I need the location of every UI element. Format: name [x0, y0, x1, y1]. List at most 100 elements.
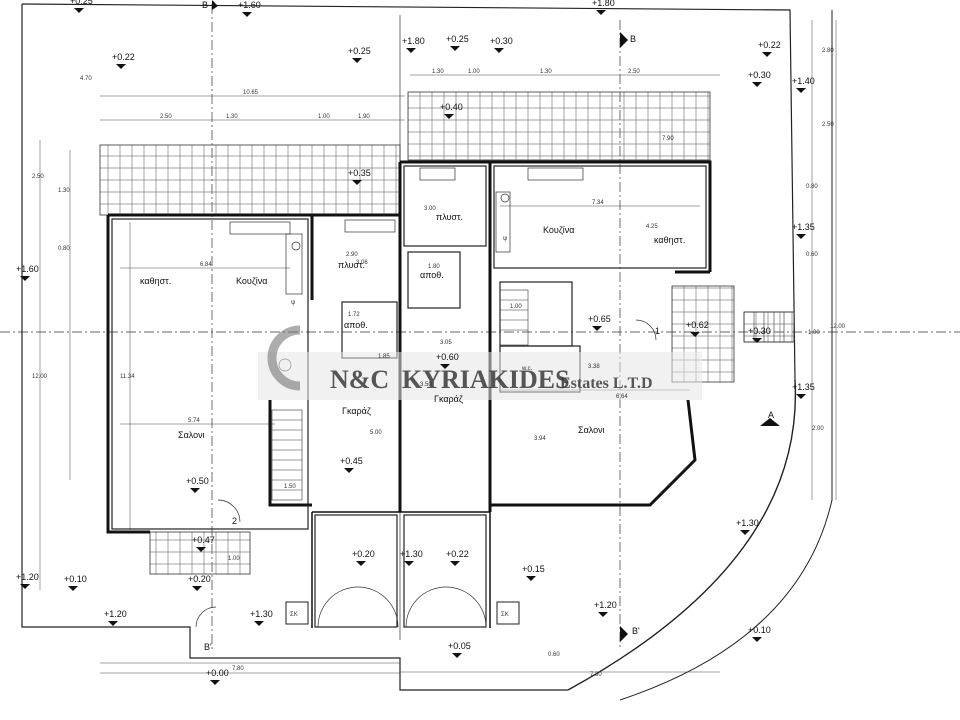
level-triangle — [450, 46, 460, 51]
section-b-bottom: B' — [204, 642, 212, 652]
level-triangle — [452, 653, 462, 658]
room-garage: Γκαράζ — [342, 406, 371, 416]
level-mark: +0.30 — [748, 70, 771, 80]
level-triangle — [690, 332, 700, 337]
section-markers: B B B' B' A — [202, 0, 780, 652]
dimension-label: 7.30 — [590, 672, 602, 678]
section-b-top-right: B — [630, 34, 636, 44]
level-mark: +0.05 — [448, 641, 471, 651]
level-mark: +0.10 — [748, 625, 771, 635]
meter-box-2: ΣΚ — [501, 612, 509, 618]
dimension-label: 3.05 — [440, 340, 452, 346]
dimension-label: 1.30 — [58, 188, 70, 194]
level-mark: +1.60 — [238, 0, 261, 10]
level-triangle — [596, 10, 606, 15]
level-mark: +1.60 — [16, 264, 39, 274]
level-mark: +1.35 — [792, 382, 815, 392]
dimension-label: 7.34 — [592, 200, 604, 206]
level-mark: +1.20 — [104, 609, 127, 619]
dimension-label: 2.00 — [812, 426, 824, 432]
section-b-top: B — [202, 0, 208, 10]
level-triangle — [192, 586, 202, 591]
level-triangle — [344, 468, 354, 473]
level-triangle — [752, 637, 762, 642]
level-triangle — [752, 82, 762, 87]
dimension-label: 10.65 — [243, 90, 259, 96]
dimension-label: 1.30 — [540, 69, 552, 75]
misc-marks: 1 2 ΣΚ ΣΚ ψ ψ — [232, 236, 660, 625]
fixtures — [229, 167, 584, 372]
dimension-label: 6.64 — [616, 394, 628, 400]
dimension-label: 4.70 — [80, 76, 92, 82]
room-left-dining: καθηστ. — [140, 276, 171, 286]
level-triangle — [796, 234, 806, 239]
level-triangle — [116, 64, 126, 69]
level-mark: +0.22 — [112, 52, 135, 62]
walls — [106, 160, 712, 628]
level-triangle — [440, 364, 450, 369]
level-mark: +0.10 — [64, 574, 87, 584]
dimension-label: 6.84 — [200, 262, 212, 268]
level-triangle — [20, 276, 30, 281]
level-mark: +0.45 — [340, 456, 363, 466]
room-labels: καθηστ. Κουζίνα Σαλονι πλυστ. αποθ. Γκαρ… — [140, 212, 685, 440]
level-triangle — [404, 561, 414, 566]
dimension-label: 1.00 — [318, 114, 330, 120]
dimension-label: 2.50 — [822, 122, 834, 128]
level-triangle — [68, 586, 78, 591]
level-mark: +0.35 — [348, 168, 371, 178]
level-mark: +0.30 — [748, 326, 771, 336]
level-mark: +0.40 — [440, 102, 463, 112]
dimension-label: 12.00 — [830, 324, 846, 330]
room-right-laundry: πλυστ. — [436, 212, 463, 222]
level-triangle — [526, 576, 536, 581]
dimension-label: 3.06 — [356, 260, 368, 266]
dimension-label: 4.25 — [646, 224, 658, 230]
level-triangle — [796, 88, 806, 93]
level-mark: +0.20 — [352, 549, 375, 559]
dimension-label: 7.90 — [662, 136, 674, 142]
dimension-label: 2.50 — [160, 114, 172, 120]
dimension-label: 3.00 — [424, 206, 436, 212]
dimension-label: 0.60 — [806, 252, 818, 258]
room-right-storage: αποθ. — [420, 270, 444, 280]
section-a-right: A — [768, 410, 774, 420]
room-right-kitchen: Κουζίνα — [543, 225, 575, 235]
level-triangle — [762, 52, 772, 57]
meter-box-1: ΣΚ — [290, 612, 298, 618]
watermark-suffix: Estates L.T.D — [560, 375, 653, 392]
level-mark: +0.20 — [188, 574, 211, 584]
level-triangle — [796, 394, 806, 399]
dimension-label: 1.30 — [226, 114, 238, 120]
level-triangle — [450, 561, 460, 566]
dimension-label: 3.50 — [420, 382, 432, 388]
dimension-label: 7.80 — [232, 666, 244, 672]
level-triangle — [598, 612, 608, 617]
dimension-label: 0.60 — [548, 652, 560, 658]
level-mark: +0.22 — [758, 40, 781, 50]
watermark: N&C KYRIAKIDES Estates L.T.D — [258, 325, 702, 400]
dimension-label: 1.72 — [348, 312, 360, 318]
level-triangle — [740, 530, 750, 535]
dimension-label: 5.00 — [370, 430, 382, 436]
level-mark: +1.20 — [594, 600, 617, 610]
level-mark: +0.00 — [206, 668, 229, 678]
level-triangle — [20, 584, 30, 589]
level-triangle — [494, 48, 504, 53]
staircases — [271, 289, 795, 501]
level-mark: +1.80 — [402, 36, 425, 46]
dimension-label: 0.80 — [58, 246, 70, 252]
room-garage-lower: Γκαράζ — [434, 394, 463, 404]
dimension-label: 1.00 — [808, 330, 820, 336]
level-triangle — [210, 680, 220, 685]
dimension-label: 1.30 — [432, 69, 444, 75]
level-mark: +1.80 — [592, 0, 615, 8]
level-mark: +0.50 — [186, 476, 209, 486]
dimension-label: 0.80 — [806, 184, 818, 190]
dimension-label: 12.00 — [32, 374, 48, 380]
level-mark: +0.62 — [686, 320, 709, 330]
dimension-label: 2.80 — [822, 48, 834, 54]
level-mark: +0.47 — [192, 535, 215, 545]
